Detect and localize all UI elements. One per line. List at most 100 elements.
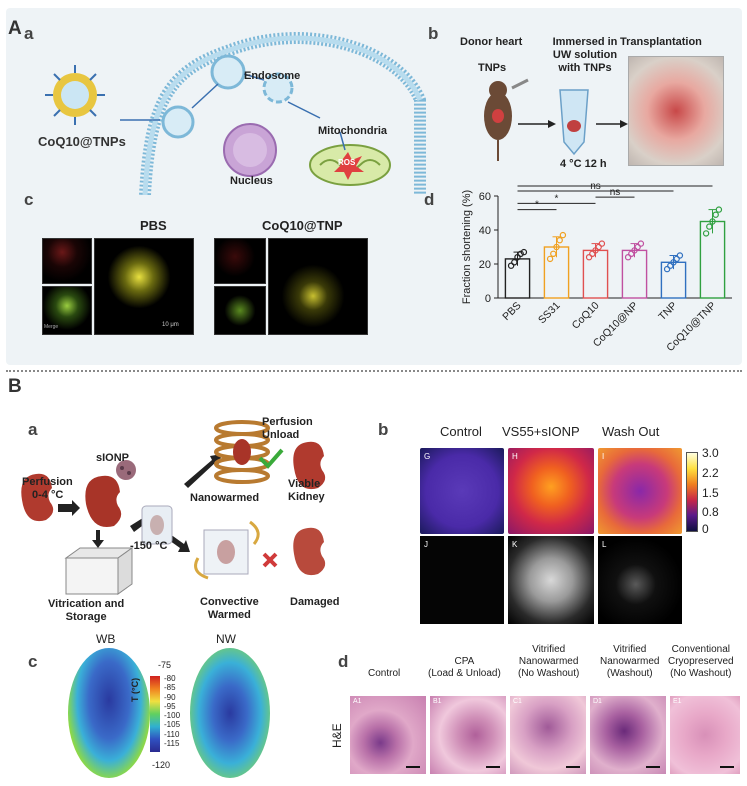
viable-kidney-label: Viable Kidney [288, 478, 325, 504]
data-point [624, 253, 632, 261]
panel-a-b-label: b [428, 24, 439, 43]
vitrification-workflow-diagram [21, 420, 326, 595]
y-axis-title: Fraction shortening (%) [461, 190, 473, 304]
data-point [592, 247, 599, 254]
nw-label: NW [216, 632, 236, 646]
histo-image-cpa [430, 696, 506, 774]
x-tick-label: CoQ10 [570, 300, 602, 332]
image-letter-l: L [602, 540, 607, 549]
significance-label: ns [610, 187, 621, 198]
significance-label: * [535, 200, 539, 211]
perfusion-temp: 0-4 °C [32, 489, 64, 501]
colorbar-tick-0: 3.0 [702, 446, 719, 460]
coq-green-channel [214, 286, 266, 335]
histo-col-vitrified-no-washout: Vitrified Nanowarmed (No Washout) [518, 644, 579, 680]
histo-image-control [350, 696, 426, 774]
data-point [553, 243, 560, 251]
merge-tag: Merge [44, 324, 59, 330]
perfusion-label: Perfusion 0-4 °C [22, 476, 73, 502]
data-point [595, 243, 602, 251]
panel-a-d-label: d [424, 190, 435, 209]
panel-b-c-label: c [28, 652, 38, 671]
x-tick-label: SS31 [536, 300, 563, 327]
washout-thermal-image [598, 448, 682, 534]
data-point [589, 250, 596, 258]
data-point [598, 240, 606, 247]
data-point [702, 230, 710, 237]
immersed-line3: with TNPs [558, 62, 612, 74]
temp-tick-6: -110 [164, 729, 180, 739]
nucleus-label: Nucleus [230, 175, 273, 187]
mouse-and-tube-illustration [484, 78, 628, 161]
section-divider [6, 370, 742, 372]
conv-line1: Conventional [671, 644, 730, 655]
immersed-label: Immersed in UW solution with TNPs [540, 36, 630, 75]
panel-b-a-label: a [28, 420, 38, 439]
conv-line2: Cryopreserved [668, 656, 734, 667]
image-letter-k: K [512, 540, 518, 549]
perfusion-text: Perfusion [22, 476, 73, 488]
perfusion-unload-line2: Unload [262, 429, 300, 441]
histo-image-vitrified-washout [590, 696, 666, 774]
tile-a1: A1 [353, 698, 362, 705]
data-point [673, 255, 680, 263]
thermal-colorbar [686, 452, 698, 532]
panel-b-label: B [8, 376, 22, 397]
data-point [715, 206, 723, 213]
data-point [628, 250, 635, 258]
colorbar-tick-4: 0 [702, 522, 709, 536]
panel-a-a-label: a [24, 24, 34, 43]
coq-red-channel [214, 238, 266, 284]
tile-d1: D1 [593, 698, 602, 705]
pbs-group-label: PBS [140, 218, 167, 233]
data-point [706, 223, 713, 230]
perfusion-unload-label: Perfusion Unload [262, 416, 313, 442]
coq-group-label: CoQ10@TNP [262, 218, 343, 233]
data-point [507, 262, 515, 269]
temp-tick-4: -100 [164, 711, 181, 721]
coq-merge-image [268, 238, 368, 335]
wb-label: WB [96, 632, 116, 646]
vw-line2: Nanowarmed [600, 656, 660, 667]
histo-col-conventional: Conventional Cryopreserved (No Washout) [668, 644, 734, 680]
data-point [637, 240, 645, 247]
histo-col-cpa: CPA (Load & Unload) [428, 656, 501, 680]
y-tick-label: 0 [485, 293, 491, 305]
control-mri-image [420, 536, 504, 624]
data-point [514, 253, 521, 261]
histo-image-conventional [670, 696, 740, 774]
washout-mri-image [598, 536, 682, 624]
data-point [667, 262, 674, 269]
wb-temperature-ellipse [68, 648, 150, 778]
convective-label: Convective Warmed [200, 596, 259, 622]
image-letter-j: J [424, 540, 428, 549]
immersed-line1: Immersed in [552, 36, 618, 48]
colorbar-tick-1: 2.2 [702, 466, 719, 480]
vitrication-line2: Storage [65, 611, 107, 623]
vw-line3: (Washout) [606, 668, 653, 679]
nanowarmed-label: Nanowarmed [190, 492, 260, 504]
scale-bar-control [406, 766, 420, 768]
temp-bottom-label: -120 [152, 760, 171, 770]
perfusion-unload-line1: Perfusion [262, 416, 313, 428]
transplantation-label: Transplantation [620, 36, 702, 48]
control-thermal-image [420, 448, 504, 534]
significance-label: *** [609, 182, 621, 187]
tile-b1: B1 [433, 698, 442, 705]
data-point [676, 252, 684, 259]
image-letter-g: G [424, 452, 431, 461]
endosome-label: Endosome [244, 70, 301, 82]
ros-label: ROS [338, 158, 356, 167]
damaged-label: Damaged [290, 596, 340, 608]
panel-b-b-label: b [378, 420, 389, 439]
nw-temperature-ellipse [190, 648, 270, 778]
data-point [634, 243, 641, 251]
data-point [517, 250, 524, 258]
histo-col-vitrified-washout: Vitrified Nanowarmed (Washout) [600, 644, 659, 680]
temp-tick-2: -90 [164, 692, 176, 702]
transplant-photo [628, 56, 724, 166]
temperature-ticks: -80 -85 -90 -95 -100 -105 -110 -115 [164, 674, 180, 748]
vw-line1: Vitrified [613, 644, 647, 655]
scale-bar-cpa [486, 766, 500, 768]
colorbar-tick-2: 1.5 [702, 486, 719, 500]
